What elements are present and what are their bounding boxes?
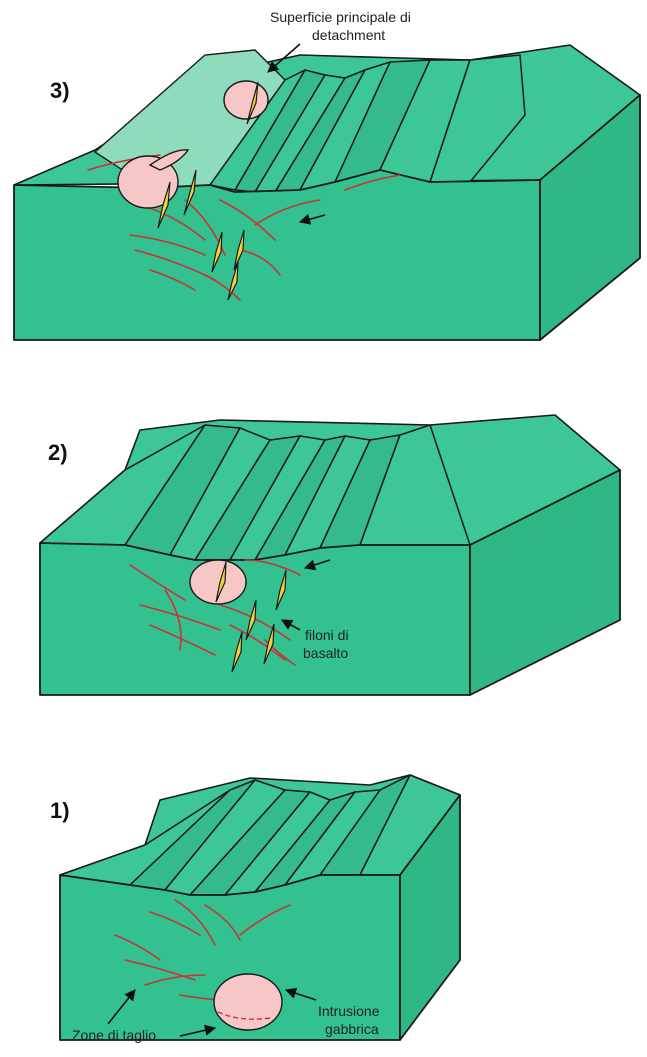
panel-1-number: 1): [50, 798, 70, 823]
gabbro-intrusion-3b: [224, 81, 268, 119]
detachment-label-line2: detachment: [312, 27, 385, 43]
panel-2-number: 2): [48, 440, 68, 465]
dykes-label-line1: filoni di: [305, 627, 349, 643]
panel-2: 2) filoni di basalto: [40, 415, 620, 695]
intrusion-label-line2: gabbrica: [325, 1021, 379, 1037]
gabbro-intrusion-1: [214, 974, 282, 1030]
panel-3-number: 3): [50, 78, 70, 103]
intrusion-label-line1: Intrusione: [318, 1003, 380, 1019]
panel-1: 1) Zone di taglio Intrusione gabbrica: [50, 775, 460, 1043]
detachment-label-line1: Superficie principale di: [270, 9, 411, 25]
shear-zone-label: Zone di taglio: [72, 1027, 156, 1043]
panel-3: 3) Superficie principale di detachment: [14, 9, 640, 340]
dykes-label-line2: basalto: [303, 645, 348, 661]
